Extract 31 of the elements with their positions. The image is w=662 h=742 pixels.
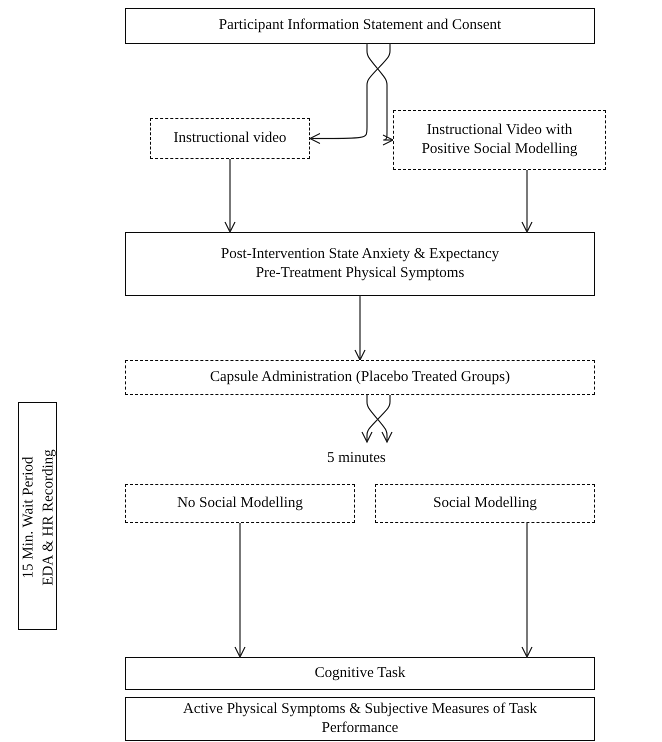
step-text: Instructional Video with Positive Social Modelling [420, 120, 578, 159]
dashed-step-box [393, 110, 606, 170]
arrow [224, 159, 236, 233]
step-box [125, 657, 595, 690]
step-text: Participant Information Statement and Consent [218, 16, 502, 36]
step-text: Post-Intervention State Anxiety & Expectancy Pre-Treatment Physical Symptoms [220, 244, 500, 283]
note-text: EDA & HR Recording [38, 448, 57, 586]
arrow [366, 395, 393, 443]
time-label: 5 minutes [327, 450, 386, 467]
arrow [366, 43, 394, 146]
note-text: 15 Min. Wait Period [19, 456, 37, 578]
step-text: Cognitive Task [314, 664, 406, 683]
step-box [125, 8, 595, 44]
step-box [125, 697, 595, 741]
arrow [354, 296, 366, 361]
side-box [18, 402, 57, 630]
step-text: Active Physical Symptoms & Subjective Measures of Task Performance [182, 700, 538, 738]
dashed-step-box [375, 484, 595, 523]
arrow [521, 523, 533, 658]
step-text: Capsule Administration (Placebo Treated Groups) [210, 368, 510, 387]
arrow [234, 523, 246, 658]
step-box [125, 232, 595, 296]
dashed-step-box [150, 118, 310, 159]
step-text: No Social Modelling [177, 494, 303, 513]
arrow [309, 43, 391, 144]
step-text: Social Modelling [433, 494, 537, 513]
step-text: Instructional video [174, 128, 286, 148]
dashed-step-box [125, 484, 355, 523]
arrow [521, 170, 533, 233]
dashed-step-box [125, 360, 595, 395]
arrow [361, 395, 391, 443]
